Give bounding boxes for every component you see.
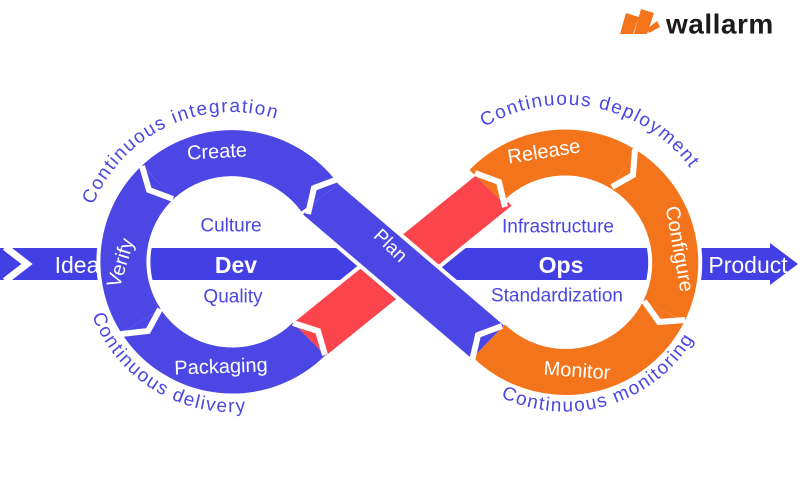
create-label: Create: [186, 139, 247, 164]
monitor-label: Monitor: [543, 358, 611, 385]
ops-arc-release: [469, 129, 636, 203]
wallarm-logo-icon: [620, 9, 660, 34]
wallarm-logo-text: wallarm: [665, 9, 774, 40]
dev-arc-verify: [100, 165, 175, 334]
chevron-plan-create-icon: [305, 176, 340, 215]
flow-bar-start-chevron-icon: [2, 244, 33, 284]
chevron-configure-monitor-icon: [641, 299, 686, 326]
logo-zigzag-tail: [647, 21, 660, 33]
dev-arc-packaging: [121, 307, 326, 394]
ops-arc-monitor: [473, 300, 685, 395]
chevron-red-release-icon: [473, 170, 508, 208]
chevron-release-configure-icon: [610, 148, 638, 190]
culture-label: Culture: [200, 216, 261, 237]
ops-label: Ops: [539, 252, 584, 278]
quality-label: Quality: [203, 287, 263, 308]
chevron-create-verify-icon: [139, 165, 175, 202]
dev-label: Dev: [215, 252, 257, 278]
dev-arc-create: [142, 130, 339, 213]
plan-band-fill: [303, 179, 504, 361]
product-label: Product: [708, 252, 788, 278]
flow-chevrons: [120, 148, 686, 362]
ops-arc-configure: [610, 149, 699, 322]
plan-band: [300, 176, 507, 364]
ops-loop: [466, 125, 703, 399]
chevron-packaging-red-icon: [292, 320, 328, 356]
standardization-label: Standardization: [491, 286, 623, 307]
packaging-label: Packaging: [174, 354, 268, 379]
chevron-verify-packaging-icon: [120, 307, 163, 337]
wallarm-logo: wallarm: [620, 9, 774, 40]
chevron-monitor-plan-icon: [469, 323, 504, 362]
infrastructure-label: Infrastructure: [502, 217, 614, 238]
idea-label: Idea: [55, 252, 100, 278]
logo-zigzag-left: [620, 13, 639, 34]
dev-loop: [96, 126, 342, 398]
